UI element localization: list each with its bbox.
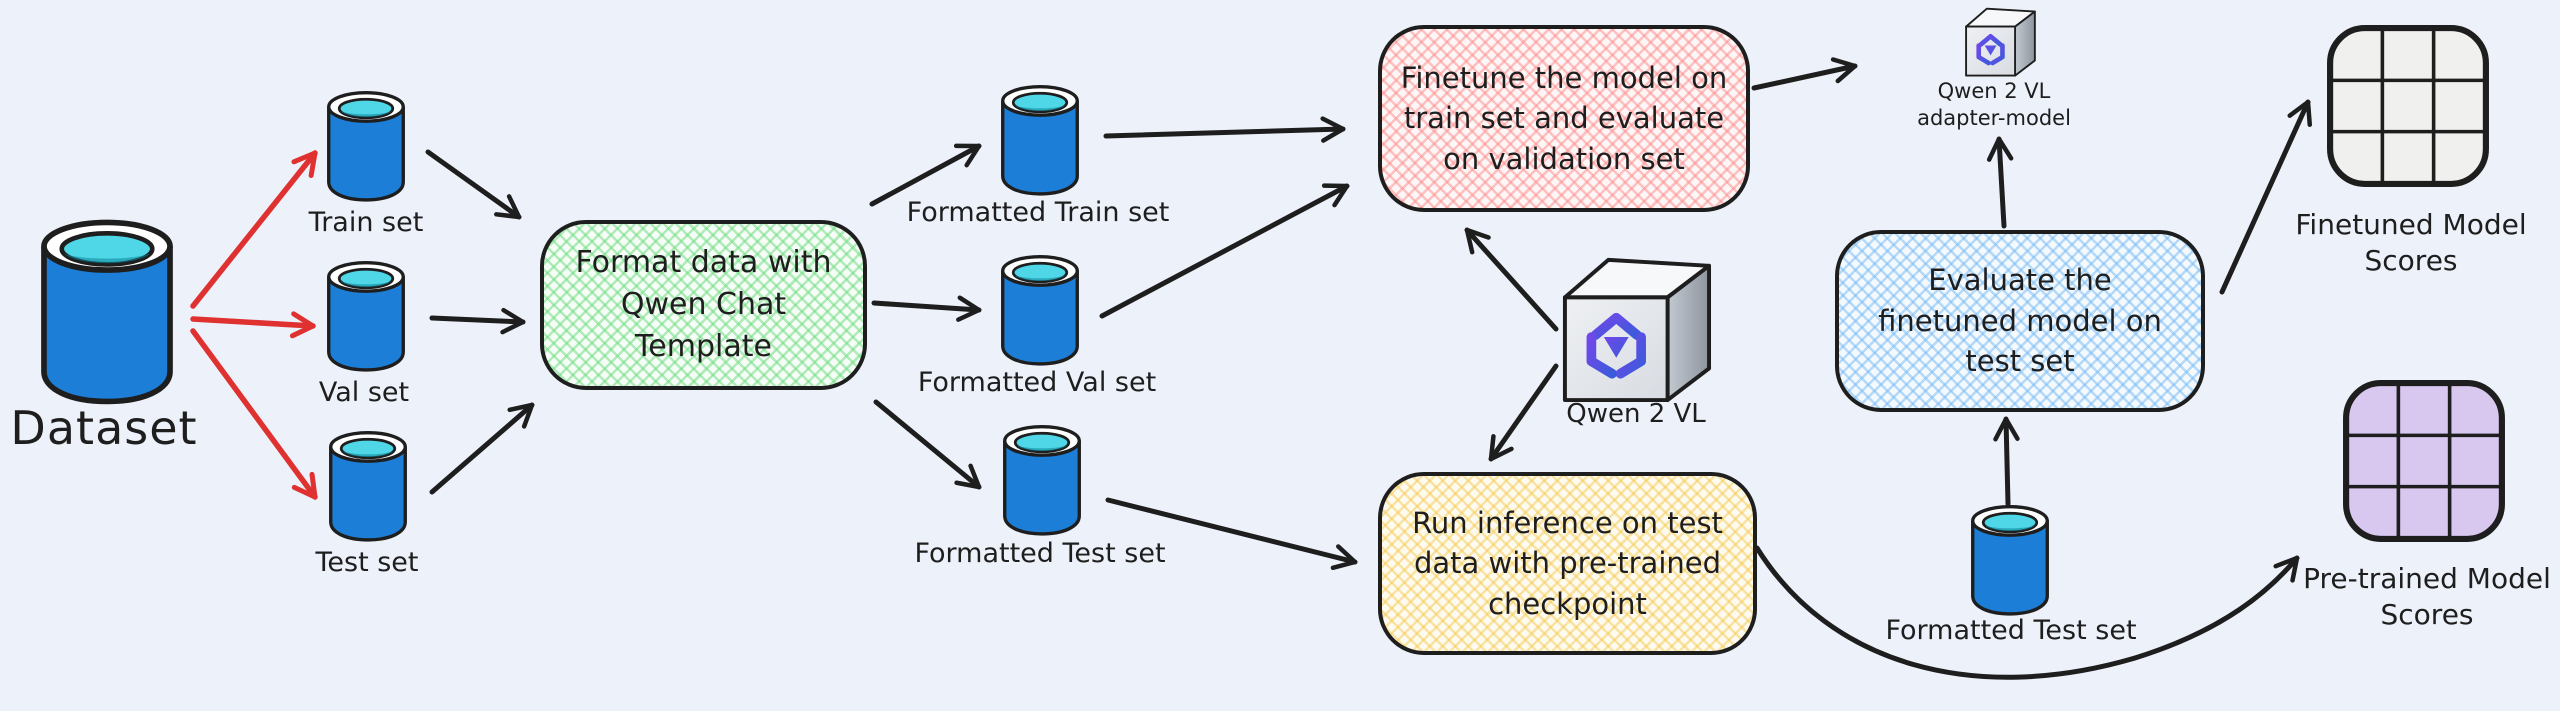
evaluate-box-line: Evaluate the xyxy=(1928,263,2112,298)
adapter-model-cube-icon xyxy=(1962,4,2038,77)
finetuned-scores-label-line: Finetuned Model xyxy=(2295,208,2527,241)
arrow-finetune-box-to-adapter-model xyxy=(1751,57,1858,91)
finetune-box-line: train set and evaluate xyxy=(1403,101,1725,136)
arrow-qwen-model-to-inference-box xyxy=(1488,363,1559,462)
adapter-model-label: Qwen 2 VL adapter-model xyxy=(1917,78,2071,133)
arrow-train-set-to-format-box xyxy=(425,149,522,220)
formatted-val-label: Formatted Val set xyxy=(917,367,1157,398)
arrow-formatted-test-to-inference-box xyxy=(1105,497,1358,571)
val-set-label: Val set xyxy=(318,377,410,408)
finetuned-scores-label: Finetuned Model Scores xyxy=(2295,207,2526,279)
formatted-val-cylinder-icon xyxy=(1001,254,1079,366)
dataset-cylinder-icon xyxy=(36,218,178,405)
pretrained-scores-label: Pre-trained Model Scores xyxy=(2303,561,2551,633)
evaluate-box-line: finetuned model on xyxy=(1878,303,2162,338)
pretrained-scores-label-line: Pre-trained Model xyxy=(2303,562,2551,595)
formatted-test-right-label: Formatted Test set xyxy=(1885,615,2137,646)
arrow-formatted-val-to-finetune-box xyxy=(1099,183,1350,319)
qwen-model-cube-icon xyxy=(1557,250,1715,403)
arrow-dataset-to-train-set xyxy=(190,150,318,309)
finetuned-scores-label-line: Scores xyxy=(2364,243,2458,277)
pretrained-scores-grid-icon xyxy=(2343,380,2505,542)
arrow-evaluate-box-to-finetuned-scores xyxy=(2219,99,2313,295)
arrow-inference-box-to-pretrained-scores xyxy=(1754,545,2300,680)
train-set-cylinder-icon xyxy=(327,90,405,202)
format-data-box: Format data with Qwen Chat Template xyxy=(540,220,867,390)
inference-box-line: checkpoint xyxy=(1488,586,1647,621)
arrow-test-set-to-format-box xyxy=(429,402,535,495)
formatted-test-cylinder-icon xyxy=(1003,424,1081,536)
finetuned-scores-grid-icon xyxy=(2327,25,2489,187)
test-set-cylinder-icon xyxy=(329,430,407,542)
arrow-dataset-to-test-set xyxy=(190,328,318,500)
arrow-qwen-model-to-finetune-box xyxy=(1464,227,1559,332)
formatted-train-label: Formatted Train set xyxy=(906,197,1170,228)
inference-box: Run inference on test data with pre-trai… xyxy=(1378,472,1757,655)
format-data-box-line: Qwen Chat xyxy=(620,287,787,322)
formatted-train-cylinder-icon xyxy=(1001,84,1079,196)
formatted-test-right-cylinder-icon xyxy=(1971,504,2049,616)
test-set-label: Test set xyxy=(315,547,419,578)
arrow-val-set-to-format-box xyxy=(429,307,526,335)
formatted-test-label: Formatted Test set xyxy=(914,538,1166,569)
arrow-evaluate-box-to-adapter-model xyxy=(1986,136,2014,229)
evaluate-box: Evaluate the finetuned model on test set xyxy=(1835,230,2205,412)
inference-box-line: Run inference on test xyxy=(1412,505,1723,540)
val-set-cylinder-icon xyxy=(327,260,405,372)
finetune-box: Finetune the model on train set and eval… xyxy=(1378,25,1750,212)
format-data-box-line: Format data with xyxy=(575,245,832,280)
pretrained-scores-label-line: Scores xyxy=(2380,597,2474,631)
evaluate-box-line: test set xyxy=(1965,344,2075,379)
finetune-box-line: Finetune the model on xyxy=(1400,60,1728,95)
arrow-formatted-test-right-to-evaluate-box xyxy=(1993,416,2020,507)
arrow-format-box-to-formatted-val xyxy=(871,295,982,322)
inference-box-line: data with pre-trained xyxy=(1413,546,1722,581)
adapter-model-label-line: Qwen 2 VL xyxy=(1937,79,2051,103)
format-data-box-line: Template xyxy=(635,329,772,364)
adapter-model-label-line: adapter-model xyxy=(1917,106,2071,131)
arrow-format-box-to-formatted-train xyxy=(869,143,982,207)
qwen-model-label: Qwen 2 VL xyxy=(1566,399,1706,429)
arrow-formatted-train-to-finetune-box xyxy=(1103,116,1346,143)
train-set-label: Train set xyxy=(308,207,424,238)
finetune-box-line: on validation set xyxy=(1443,141,1685,176)
arrow-format-box-to-formatted-test xyxy=(873,399,982,490)
arrow-dataset-to-val-set xyxy=(190,311,316,339)
dataset-label: Dataset xyxy=(10,401,198,455)
